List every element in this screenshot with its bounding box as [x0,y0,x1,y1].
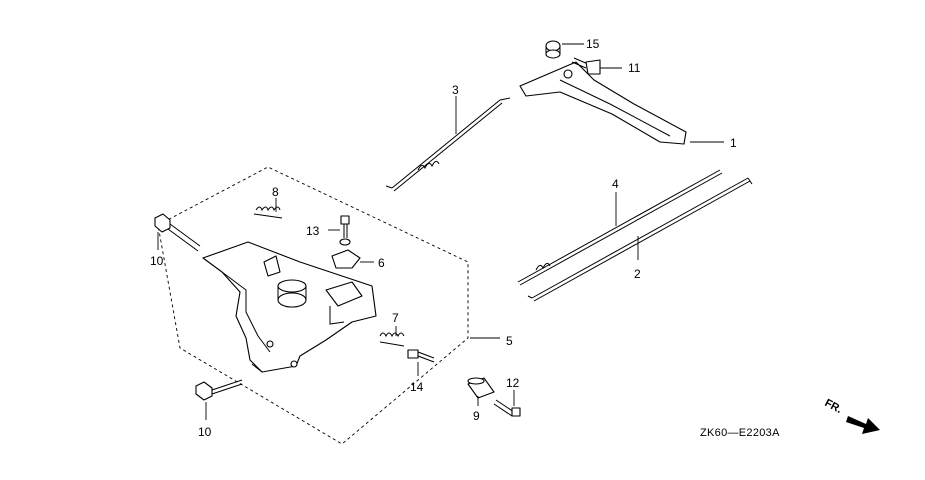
assembly-outline [157,166,469,445]
front-label: FR. [823,397,844,416]
nut-6 [331,249,361,269]
callouts: 15 11 3 1 4 2 8 13 6 10 7 5 14 12 9 10 [150,37,737,439]
callout-5: 5 [506,334,513,348]
pivot-boss [277,292,307,308]
bolt-13 [339,215,351,246]
bolt-12 [493,399,521,417]
callout-4: 4 [612,177,619,191]
callout-10-upper: 10 [150,254,164,268]
callout-13: 13 [306,224,320,238]
callout-2: 2 [634,267,641,281]
callout-6: 6 [378,256,385,270]
control-base-plate [202,241,377,373]
spring-7 [379,332,405,347]
front-direction-indicator: FR. [823,397,880,434]
nut-15 [545,40,561,59]
callout-3: 3 [452,83,459,97]
diagram-code: ZK60—E2203A [700,427,780,439]
leader-lines [157,43,724,420]
bolt-11 [571,57,601,75]
callout-7: 7 [392,311,399,325]
callout-11: 11 [628,61,641,75]
throttle-lever-tab [325,281,363,307]
flange-bolt-upper [154,213,201,252]
callout-12: 12 [506,376,520,390]
rod-3 [385,97,511,192]
callout-1: 1 [730,136,737,150]
flange-bolt-lower [195,379,243,401]
callout-8: 8 [272,185,279,199]
bolt-14 [407,349,435,363]
callout-15: 15 [586,37,600,51]
rod-2 [527,177,753,302]
spring-8 [253,206,283,219]
rod-4 [517,169,723,286]
collar-9 [467,377,495,399]
callout-10-lower: 10 [198,425,212,439]
control-lever [519,61,687,145]
front-arrow-icon [846,416,880,434]
callout-14: 14 [410,380,424,394]
callout-9: 9 [473,409,480,423]
